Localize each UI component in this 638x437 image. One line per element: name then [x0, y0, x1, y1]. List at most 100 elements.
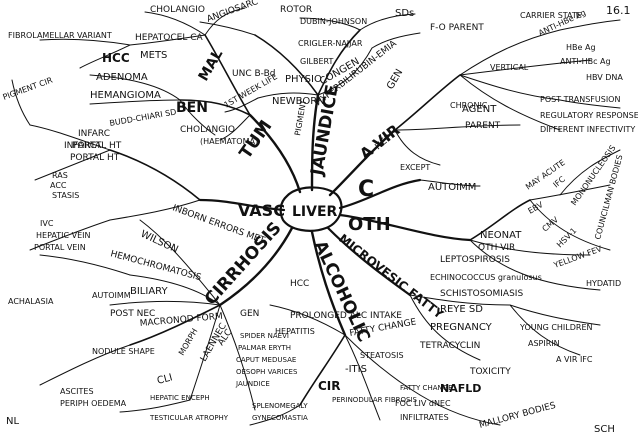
alc-item-4: STEATOSIS	[360, 351, 404, 360]
alc-item-2: HCC	[290, 279, 309, 289]
other-item-3: CMV	[541, 215, 561, 234]
alc-item-7: NAFLD	[440, 382, 481, 395]
viral-item-3: ANTI-HBc Ag	[560, 57, 611, 66]
micro-item-6: TOXICITY	[469, 367, 511, 377]
cir-item-11: ASCITES	[60, 387, 94, 396]
branch-autoimmune	[338, 178, 422, 210]
cir-item-14: PALMAR ERYTH	[238, 344, 291, 352]
alc-item-13: HEPATITIS	[275, 327, 315, 336]
cir-item-3: AUTOIMM	[92, 291, 131, 300]
jaundice-item-5: CRIGLER-NAJJAR	[298, 39, 363, 48]
branch-vascular	[198, 198, 286, 212]
other-item-4: HSV-1	[555, 226, 578, 249]
cir-item-17: SPLENOMEGALY	[252, 402, 308, 410]
cir-item-23: INFARCT	[64, 141, 102, 151]
alc-item-9: FATTY CHANGE	[400, 384, 453, 392]
tumour-item-4: HCC	[102, 51, 130, 65]
tumour-item-8: CHOLANGIO	[180, 125, 235, 135]
cir-item-16: OESOPH VARICES	[236, 368, 298, 376]
other-item-1: OTH VIR	[478, 243, 515, 253]
cir-item-5: WILSON	[139, 229, 180, 256]
viral-item-9: REGULATORY RESPONSE	[540, 111, 638, 120]
micro-item-2: ASPIRIN	[528, 339, 560, 348]
branch-viral	[328, 128, 397, 197]
tumour-item-5: METS	[140, 50, 167, 61]
tumour-item-1: ANGIOSARC	[206, 0, 260, 25]
micro-item-4: PREGNANCY	[430, 322, 493, 333]
cir-item-9: MORPH	[177, 327, 200, 357]
viral-item-6: CARRIER STATE	[520, 11, 582, 20]
vasc-item-2: BUDD-CHIARI SD	[109, 107, 177, 128]
initials-right: SCH	[594, 424, 615, 435]
center-node-outline	[279, 186, 343, 232]
alc-item-1: PROLONGED ALC INTAKE	[290, 311, 402, 321]
cir-item-12: PERIPH OEDEMA	[60, 399, 127, 408]
viral-item-13: DIFFERENT INFECTIVITY	[540, 125, 635, 134]
branch-tumour	[248, 113, 302, 194]
autoimmune-letter: C	[358, 177, 374, 202]
cir-item-13: SPIDER NAEVI	[240, 332, 289, 340]
alc-item-11: INFILTRATES	[400, 413, 449, 422]
micro-item-1: YOUNG CHILDREN	[519, 323, 593, 332]
tumour-ben-label: BEN	[176, 100, 208, 116]
jaundice-item-8: SDs	[395, 8, 414, 19]
other-item-6: LEPTOSPIROSIS	[440, 255, 510, 265]
vasc-item-1: INFARC	[78, 129, 110, 139]
cir-item-26: ACHALASIA	[8, 297, 54, 306]
autoimmune-label: AUTOIMM	[428, 182, 476, 193]
tumour-item-0: CHOLANGIO	[150, 5, 205, 15]
micro-item-3: A VIR IFC	[556, 355, 593, 364]
cir-item-20: JAUNDICE	[235, 380, 270, 388]
viral-item-12: PARENT	[465, 121, 501, 131]
vascular-label: VASC	[238, 201, 285, 220]
other-item-7: ECHINOCOCCUS granulosus	[430, 273, 542, 282]
cir-item-22: PORTAL HT	[70, 153, 120, 163]
cir-item-2: BILIARY	[130, 286, 168, 297]
jaundice-item-1: NEWBORN	[272, 96, 325, 107]
alc-item-12: MALLORY BODIES	[478, 401, 557, 431]
tumour-item-6: ADENOMA	[96, 72, 148, 83]
tumour-item-2: HEPATOCEL CA	[135, 33, 203, 43]
vasc-item-6: IVC	[40, 219, 54, 228]
initials-left: NL	[6, 416, 19, 427]
viral-item-5: F-O PARENT	[430, 23, 484, 33]
branch-jaundice	[310, 93, 320, 192]
branch-microvesicular	[326, 226, 412, 297]
other-item-11: IFC	[552, 174, 568, 189]
viral-item-4: HBV DNA	[586, 73, 623, 82]
cir-item-19: TESTICULAR ATROPHY	[149, 414, 229, 422]
viral-item-8: POST TRANSFUSION	[540, 95, 620, 104]
cir-item-0: POST NEC	[110, 309, 155, 319]
tumour-item-7: HEMANGIOMA	[90, 90, 161, 101]
viral-item-2: HBe Ag	[566, 43, 596, 52]
jaundice-item-9: UNC B-Bd	[232, 69, 275, 79]
cir-item-24: PIGMENT CIR	[2, 75, 55, 101]
other-item-8: HYDATID	[586, 279, 621, 288]
cir-item-6: HEMOCHROMATOSIS	[109, 249, 202, 283]
branch-other	[338, 213, 472, 242]
other-item-0: NEONAT	[480, 230, 522, 241]
branch-cirrhosis	[218, 226, 294, 307]
viral-item-14: EXCEPT	[400, 163, 430, 172]
vasc-item-4: ACC	[50, 181, 67, 190]
cir-item-25: NODULE SHAPE	[92, 347, 155, 356]
jaundice-item-7: ROTOR	[280, 5, 312, 15]
viral-item-11: AGENT	[462, 104, 497, 115]
vasc-item-7: HEPATIC VEIN	[36, 231, 90, 240]
tumour-item-9: (HAEMATOMA)	[200, 137, 258, 146]
vasc-item-5: STASIS	[52, 191, 79, 200]
alc-item-6: CIR	[318, 379, 341, 393]
jaundice-item-4: GILBERT	[300, 57, 334, 66]
vasc-item-8: PORTAL VEIN	[34, 243, 86, 252]
micro-item-5: TETRACYCLIN	[419, 341, 480, 351]
vasc-item-0: PORTAL HT	[72, 141, 122, 151]
alc-item-8: PERINODULAR FIBROSIS	[332, 396, 418, 404]
viral-item-10: CHRONIC	[450, 101, 488, 110]
alc-item-5: -ITIS	[345, 364, 367, 375]
jaundice-item-0: PHYSIO	[285, 74, 322, 85]
viral-item-0: GEN	[385, 67, 405, 91]
alc-item-10: FOC LIV dNEC	[395, 399, 451, 408]
cir-item-18: GYNECOMASTIA	[252, 414, 308, 422]
page-ref: 16.1	[606, 4, 631, 17]
